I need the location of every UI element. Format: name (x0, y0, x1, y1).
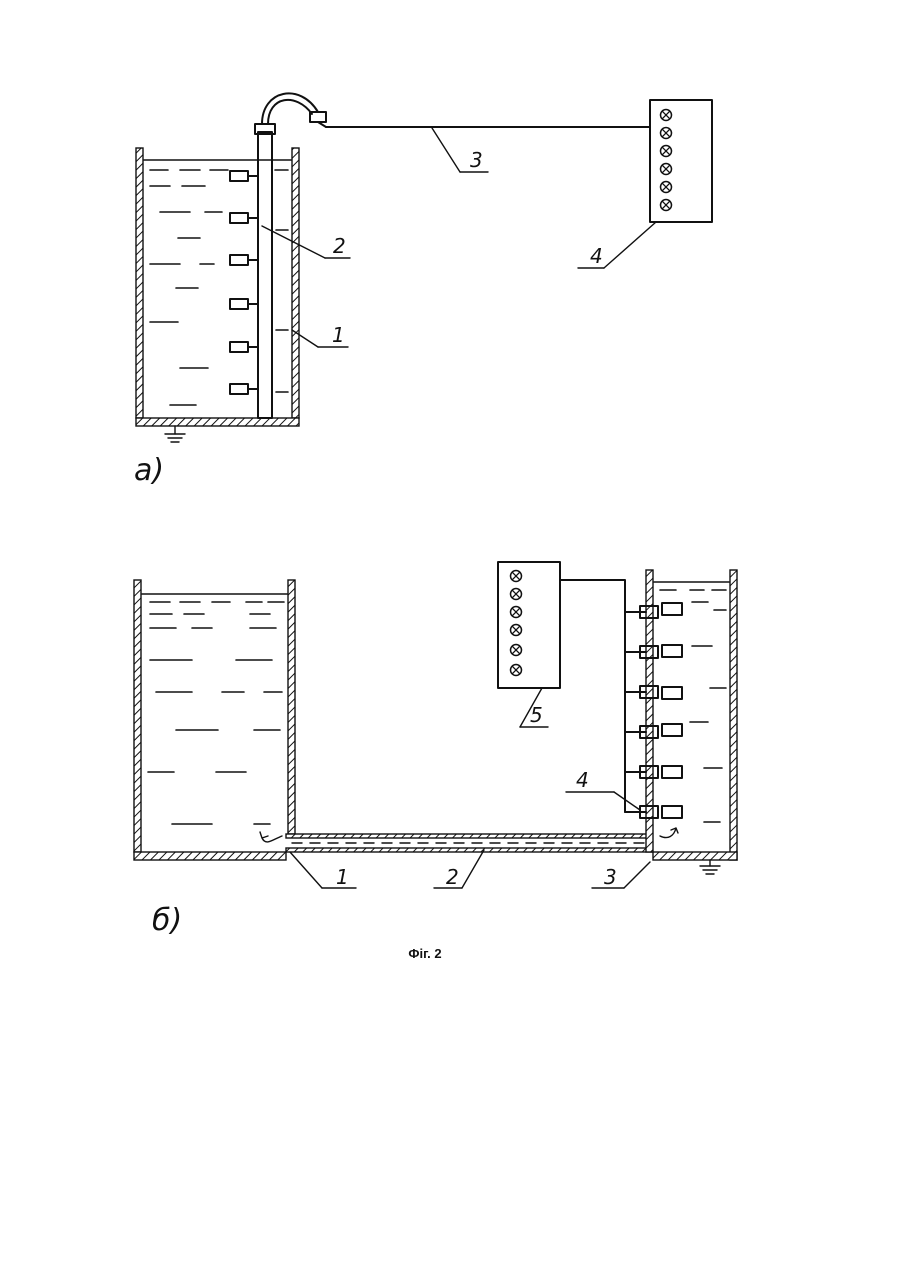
indicator-lamp-icon (661, 164, 672, 175)
indicator-panel-b (498, 562, 625, 688)
tank-b1-left-wall (134, 580, 141, 852)
indicator-lamp-icon (661, 182, 672, 193)
indicator-lamp-icon (511, 625, 522, 636)
indicator-lamp-icon (661, 110, 672, 121)
flow-arrow-right (660, 828, 678, 838)
indicator-lamp-icon (661, 146, 672, 157)
diagram-part-a: 3 2 1 4 а) (134, 93, 712, 488)
water-b2 (654, 582, 729, 822)
tank-b1-bottom (134, 852, 286, 860)
level-sensor (662, 724, 682, 736)
level-sensor (230, 342, 248, 352)
diagram-part-b: 1 2 3 4 5 б) (134, 562, 737, 938)
water-a (144, 160, 291, 405)
indicator-lamp-icon (511, 665, 522, 676)
indicator-panel-a (650, 100, 712, 222)
connecting-pipe (286, 834, 652, 852)
flow-arrow-left (260, 832, 282, 842)
indicator-lamp-icon (661, 200, 672, 211)
callout-3: 3 (470, 148, 483, 172)
tank-b1-right-wall (288, 580, 295, 834)
ground-symbol-a (165, 426, 185, 442)
sensor-rod-a (255, 124, 275, 418)
level-sensor (230, 255, 248, 265)
level-sensor (662, 603, 682, 615)
callout-2: 2 (333, 234, 346, 258)
indicator-lamp-icon (511, 589, 522, 600)
figure-caption: Фіг. 2 (408, 946, 441, 961)
level-sensor (230, 384, 248, 394)
level-sensor (230, 171, 248, 181)
tank-a-left-wall (136, 148, 143, 418)
callout-1: 1 (336, 865, 349, 889)
tank-a-bottom (136, 418, 299, 426)
tank-b2-bottom (653, 852, 737, 860)
tank-b2-left-wall (646, 570, 653, 852)
level-sensor (230, 213, 248, 223)
indicator-lamp-icon (511, 607, 522, 618)
callout-1: 1 (332, 323, 345, 347)
indicator-lamp-icon (511, 571, 522, 582)
level-sensor (230, 299, 248, 309)
leaders-a (262, 128, 656, 347)
tank-b2-right-wall (730, 570, 737, 860)
ground-symbol-b (700, 860, 720, 874)
level-sensor (662, 645, 682, 657)
indicator-lamp-icon (511, 645, 522, 656)
callout-4: 4 (590, 244, 603, 268)
panel-label-a: а) (134, 453, 164, 488)
tank-a-right-wall (292, 148, 299, 418)
indicator-lamp-icon (661, 128, 672, 139)
leaders-b (290, 688, 650, 888)
cable-a (262, 93, 650, 127)
callout-4: 4 (576, 768, 589, 792)
callout-3: 3 (604, 865, 617, 889)
callout-2: 2 (446, 865, 459, 889)
panel-label-b: б) (152, 903, 182, 938)
callout-5: 5 (530, 703, 543, 727)
water-b1 (142, 594, 287, 824)
level-sensor (662, 687, 682, 699)
level-sensor (662, 806, 682, 818)
sensors-a (230, 171, 258, 394)
level-sensor (662, 766, 682, 778)
